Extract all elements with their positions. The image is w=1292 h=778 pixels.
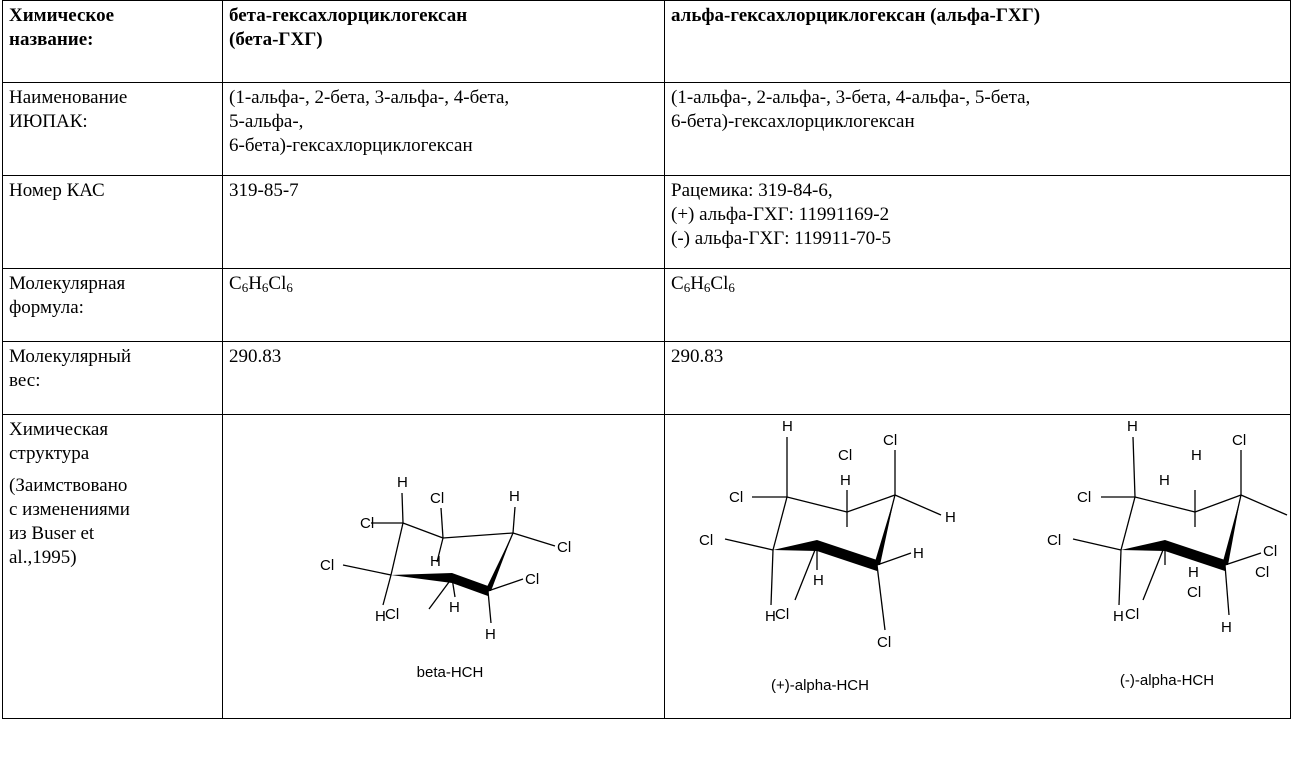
row-label-iupac: Наименование ИЮПАК:	[2, 82, 223, 176]
atom-label: Cl	[1255, 564, 1269, 581]
atom-label: H	[430, 553, 441, 570]
atom-label: H	[375, 608, 386, 625]
alpha-plus-structure: H Cl Cl H Cl Cl H H H H Cl Cl (+)-alpha-…	[699, 418, 956, 694]
table-row-cas: Номер КАС 319-85-7 Рацемика: 319-84-6, (…	[2, 175, 1291, 269]
alpha-hch-structures: H Cl Cl H Cl Cl H H H H Cl Cl (+)-alpha-…	[699, 418, 1288, 694]
atom-label: Cl	[360, 515, 374, 532]
atom-label: H	[1113, 608, 1124, 625]
cas-alpha-value: Рацемика: 319-84-6, (+) альфа-ГХГ: 11991…	[664, 175, 1291, 269]
atom-label: H	[397, 474, 408, 491]
table-row-formula: Молекулярная формула: C6H6Cl6 C6H6Cl6	[2, 268, 1291, 342]
atom-label: H	[1188, 564, 1199, 581]
structure-alpha-cell: H Cl Cl H Cl Cl H H H H Cl Cl (+)-alpha-…	[664, 414, 1291, 719]
atom-label: Cl	[877, 634, 891, 651]
atom-label: H	[840, 472, 851, 489]
atom-label: Cl	[320, 557, 334, 574]
column-header-alpha-hch: альфа-гексахлорциклогексан (альфа-ГХГ)	[664, 0, 1291, 83]
atom-label: Cl	[1232, 432, 1246, 449]
table-row-structure: Химическая структура (Заимствовано с изм…	[2, 414, 1291, 719]
table-row-iupac: Наименование ИЮПАК: (1-альфа-, 2-бета, 3…	[2, 82, 1291, 176]
cas-beta-value: 319-85-7	[222, 175, 665, 269]
atom-label: Cl	[699, 532, 713, 549]
formula-beta-value: C6H6Cl6	[222, 268, 665, 342]
row-label-cas: Номер КАС	[2, 175, 223, 269]
atom-label: Cl	[1077, 489, 1091, 506]
weight-beta-value: 290.83	[222, 341, 665, 415]
atom-label: Cl	[838, 447, 852, 464]
atom-label: H	[1159, 472, 1170, 489]
atom-label: H	[1221, 619, 1232, 636]
row-label-chemical-name: Химическое название:	[2, 0, 223, 83]
structure-beta-cell: H Cl Cl H Cl Cl H H H Cl Cl H beta-HCH	[222, 414, 665, 719]
caption-alpha-plus: (+)-alpha-HCH	[771, 677, 869, 694]
atom-label: H	[1191, 447, 1202, 464]
column-header-beta-hch: бета-гексахлорциклогексан (бета-ГХГ)	[222, 0, 665, 83]
atom-label: Cl	[557, 539, 571, 556]
beta-hch-structure: H Cl Cl H Cl Cl H H H Cl Cl H beta-HCH	[320, 474, 571, 681]
atom-label: Cl	[1187, 584, 1201, 601]
atom-label: Cl	[385, 606, 399, 623]
caption-beta-hch: beta-HCH	[417, 664, 484, 681]
atom-label: H	[1127, 418, 1138, 435]
atom-label: Cl	[729, 489, 743, 506]
atom-label: Cl	[775, 606, 789, 623]
properties-table: Химическое название: бета-гексахлорцикло…	[2, 0, 1291, 719]
atom-label: Cl	[525, 571, 539, 588]
atom-label: H	[449, 599, 460, 616]
atom-label: H	[782, 418, 793, 435]
atom-label: H	[913, 545, 924, 562]
row-label-formula: Молекулярная формула:	[2, 268, 223, 342]
atom-label: H	[509, 488, 520, 505]
atom-label: Cl	[1263, 543, 1277, 560]
alpha-minus-structure: H Cl H H Cl Cl Cl Cl H Cl H Cl H (-	[1047, 418, 1288, 689]
atom-label: H	[765, 608, 776, 625]
row-label-structure: Химическая структура (Заимствовано с изм…	[2, 414, 223, 719]
caption-alpha-minus: (-)-alpha-HCH	[1120, 672, 1214, 689]
formula-alpha-value: C6H6Cl6	[664, 268, 1291, 342]
iupac-beta-value: (1-альфа-, 2-бета, 3-альфа-, 4-бета, 5-а…	[222, 82, 665, 176]
weight-alpha-value: 290.83	[664, 341, 1291, 415]
iupac-alpha-value: (1-альфа-, 2-альфа-, 3-бета, 4-альфа-, 5…	[664, 82, 1291, 176]
atom-label: Cl	[430, 490, 444, 507]
atom-label: H	[485, 626, 496, 643]
atom-label: Cl	[1047, 532, 1061, 549]
row-label-weight: Молекулярный вес:	[2, 341, 223, 415]
atom-label: Cl	[1125, 606, 1139, 623]
table-row-header: Химическое название: бета-гексахлорцикло…	[2, 0, 1291, 83]
table-row-weight: Молекулярный вес: 290.83 290.83	[2, 341, 1291, 415]
atom-label: Cl	[883, 432, 897, 449]
atom-label: H	[813, 572, 824, 589]
atom-label: H	[945, 509, 956, 526]
